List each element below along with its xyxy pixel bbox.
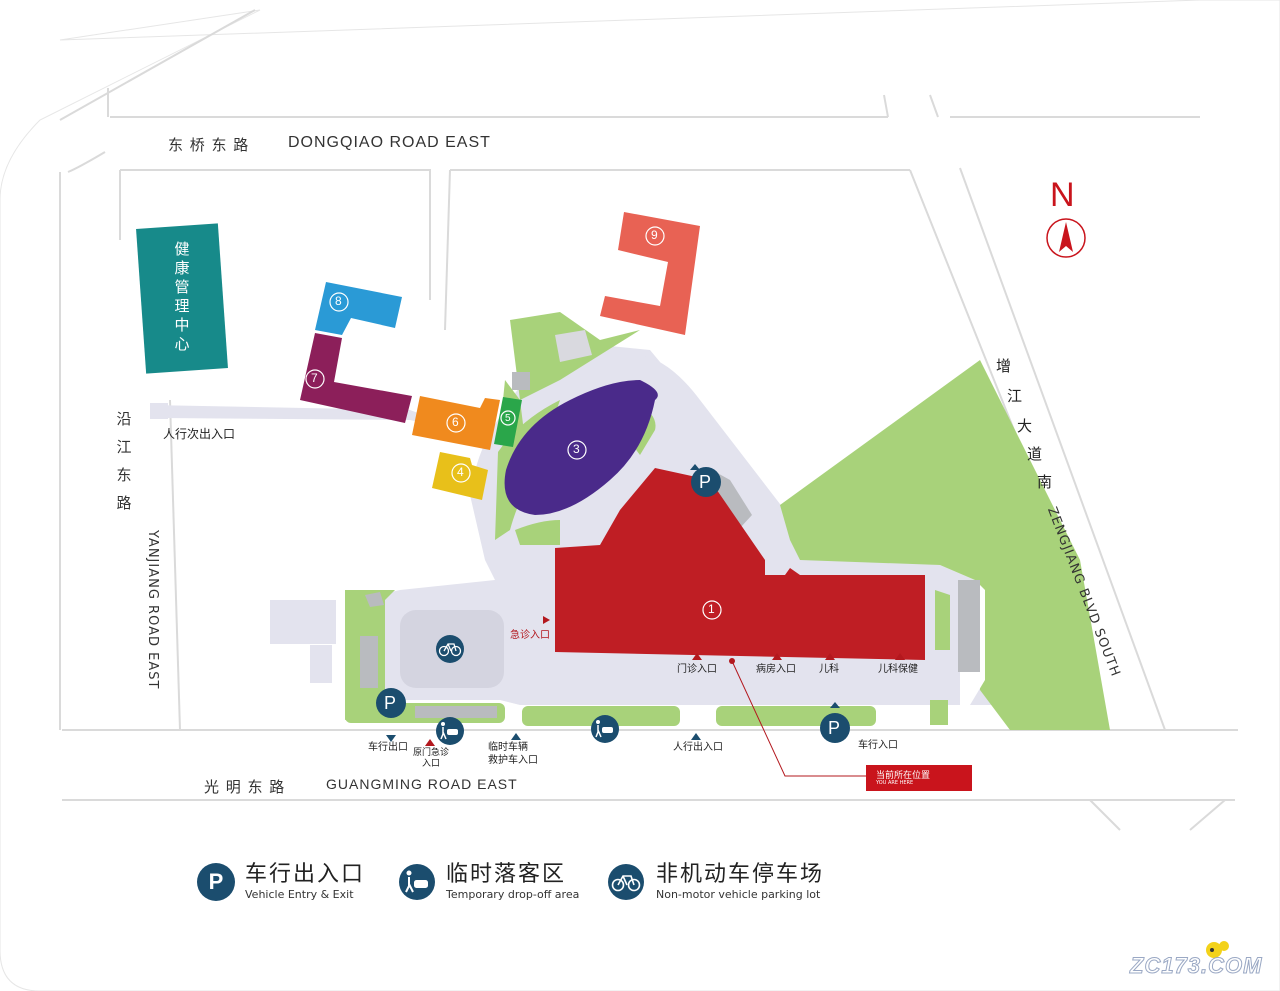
road-west-char: 东: [116, 466, 132, 484]
road-west-char: 路: [116, 494, 132, 512]
north-letter: N: [1050, 176, 1075, 214]
legend-en: Vehicle Entry & Exit: [245, 888, 354, 901]
road-north-cn: 东 桥 东 路: [168, 136, 250, 154]
parking-strips: [360, 330, 980, 718]
you-are-here-box: 当前所在位置 YOU ARE HERE: [866, 765, 972, 791]
watermark-logo: [1206, 941, 1229, 958]
road-east-char: 道: [1027, 445, 1043, 463]
health-char: 康: [174, 259, 190, 277]
legend-vehicle-entry: P 车行出入口 Vehicle Entry & Exit: [197, 862, 365, 902]
road-south-cn: 光 明 东 路: [204, 778, 286, 796]
label-outpatient: 门诊入口: [677, 664, 717, 675]
label-ward: 病房入口: [756, 664, 796, 675]
label-line: 入口: [422, 759, 441, 769]
watermark: ZC173.COM: [1129, 953, 1263, 979]
road-north-en: DONGQIAO ROAD EAST: [288, 134, 491, 151]
health-center-label: 健 康 管 理 中 心: [172, 240, 192, 354]
legend-bicycle-icon: [608, 864, 644, 900]
label-back-emergency: 原门急诊 入口: [413, 748, 449, 770]
road-east-char: 南: [1037, 473, 1053, 491]
building-3[interactable]: [504, 380, 658, 515]
label-pedestrian-main: 人行出入口: [673, 742, 723, 753]
legend-drop-off: 临时落客区 Temporary drop-off area: [436, 862, 579, 902]
road-west-cn: 沿 江 东 路: [114, 405, 134, 517]
label-pedestrian-side: 人行次出入口: [163, 427, 236, 441]
parking-icon[interactable]: [376, 688, 406, 718]
legend-en: Non-motor vehicle parking lot: [656, 888, 821, 901]
health-char: 管: [174, 278, 190, 296]
building-7[interactable]: [300, 333, 412, 423]
parking-icon[interactable]: [820, 713, 850, 743]
parking-icon[interactable]: [691, 467, 721, 497]
legend-drop-off-icon: [399, 864, 435, 900]
entrance-markers: [425, 616, 905, 746]
legend-cn: 车行出入口: [245, 862, 366, 887]
building-4[interactable]: [432, 452, 488, 500]
building-4-number: 4: [457, 465, 464, 479]
building-8-number: 8: [335, 294, 342, 308]
road-east-char: 江: [1007, 387, 1023, 405]
you-are-here-line: [731, 660, 866, 777]
parking-letter: P: [384, 693, 397, 713]
you-are-here-en: YOU ARE HERE: [876, 780, 914, 786]
bicycle-icon[interactable]: [436, 635, 464, 663]
road-entry-markers: [386, 464, 840, 742]
building-9-number: 9: [651, 228, 658, 242]
health-char: 心: [174, 335, 190, 353]
label-line: 原门急诊: [413, 748, 450, 758]
label-emergency: 急诊入口: [510, 630, 550, 641]
legend-cn: 非机动车停车场: [656, 862, 825, 887]
you-are-here-cn: 当前所在位置: [876, 771, 931, 781]
drop-off-icon[interactable]: [436, 717, 464, 745]
label-line: 临时车辆: [488, 742, 528, 753]
drop-off-icon[interactable]: [591, 715, 619, 743]
road-west-char: 江: [116, 438, 132, 456]
label-pediatrics: 儿科: [819, 664, 839, 675]
health-char: 健: [174, 240, 190, 258]
legend-cn: 临时落客区: [446, 862, 567, 887]
parking-letter: P: [828, 718, 841, 738]
road-west-en: YANJIANG ROAD EAST: [145, 530, 160, 690]
building-1-number: 1: [708, 602, 715, 616]
label-line: 救护车入口: [488, 755, 538, 766]
label-vehicle-entry: 车行入口: [858, 740, 898, 751]
parking-letter: P: [699, 472, 712, 492]
health-char: 中: [174, 316, 190, 334]
label-vehicle-exit: 车行出口: [368, 742, 408, 753]
label-child-care: 儿科保健: [878, 664, 918, 675]
road-east-char: 大: [1017, 417, 1033, 435]
label-temp-vehicle: 临时车辆 救护车入口: [488, 741, 538, 767]
north-compass-icon: [1046, 218, 1086, 258]
building-5[interactable]: [494, 397, 522, 447]
legend-parking-icon: P: [197, 863, 235, 901]
building-number-circles: [305, 226, 722, 620]
road-west-char: 沿: [116, 410, 132, 428]
building-8[interactable]: [315, 282, 402, 335]
building-3-number: 3: [573, 442, 580, 456]
road-south-en: GUANGMING ROAD EAST: [326, 776, 518, 792]
legend-bike-parking: 非机动车停车场 Non-motor vehicle parking lot: [646, 862, 824, 902]
building-7-number: 7: [311, 371, 318, 385]
building-6[interactable]: [412, 396, 500, 450]
legend-en: Temporary drop-off area: [446, 888, 580, 901]
health-char: 理: [174, 297, 190, 315]
building-6-number: 6: [452, 415, 459, 429]
building-9[interactable]: [600, 212, 700, 335]
building-5-number: 5: [505, 413, 511, 424]
road-east-char: 增: [996, 357, 1012, 375]
building-1-main-hospital[interactable]: [555, 468, 925, 660]
